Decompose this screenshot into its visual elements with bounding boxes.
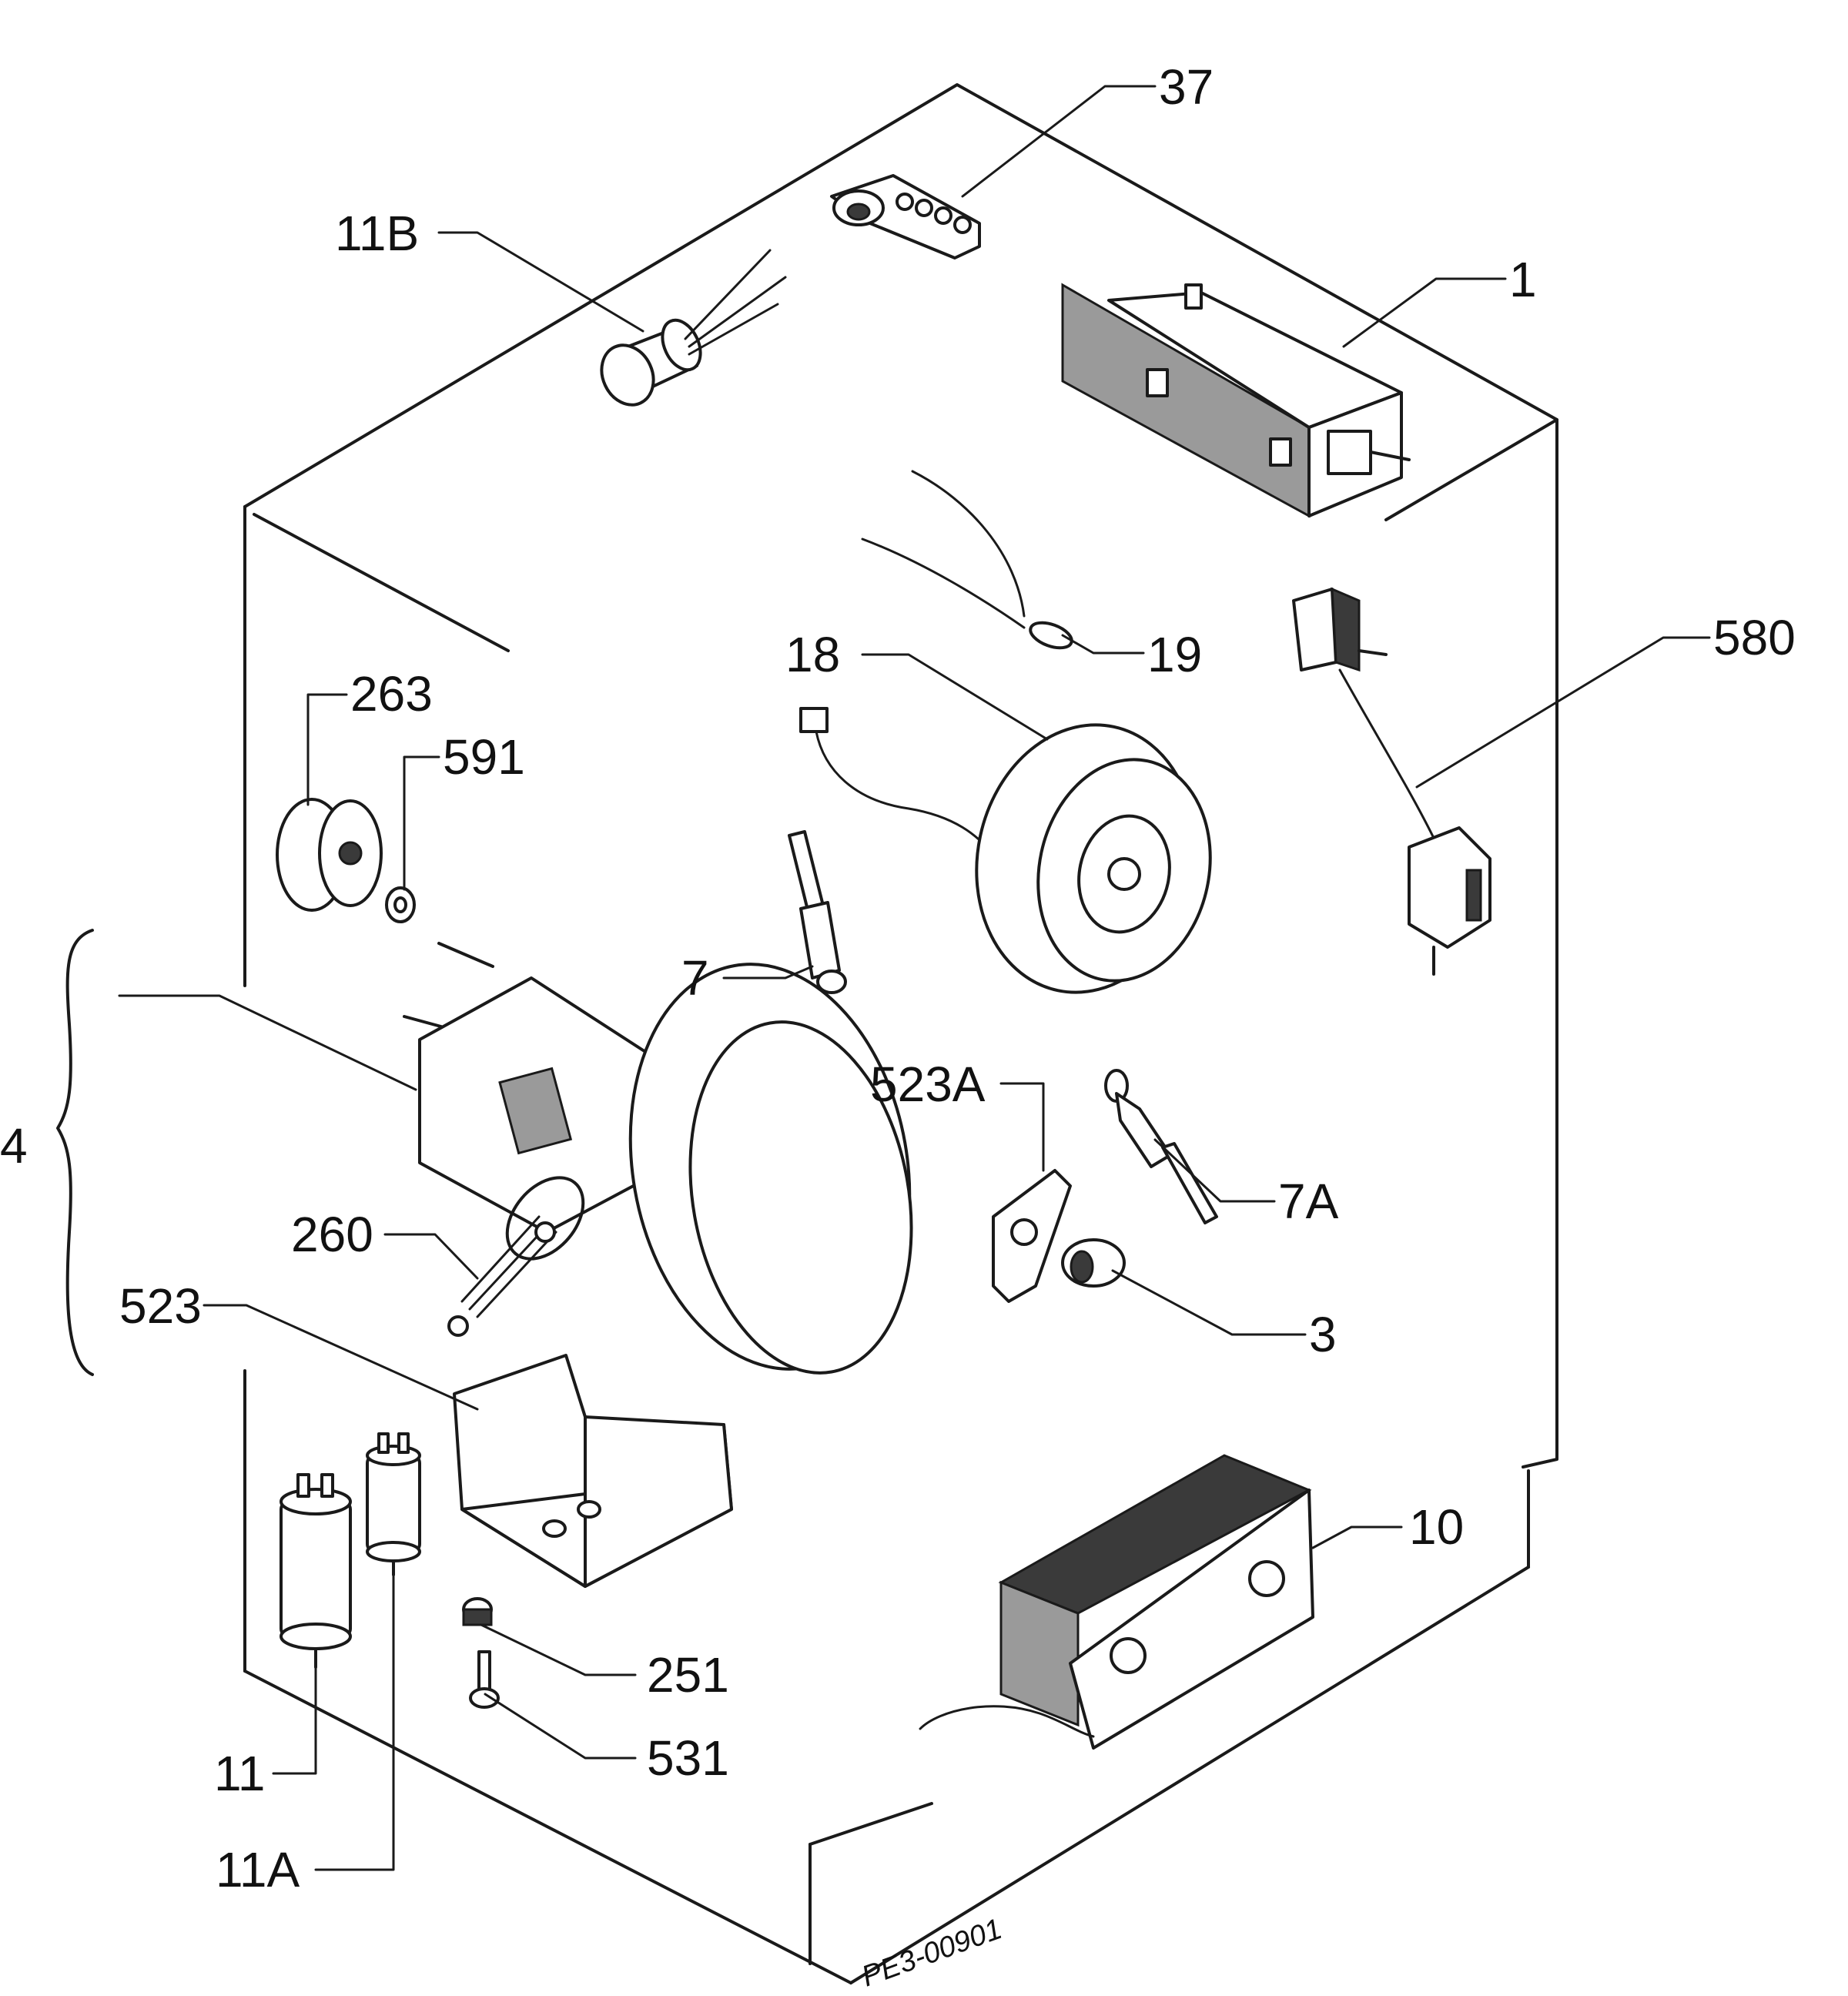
callout-3: 3 — [1309, 1307, 1337, 1362]
fan-wheel-part-18 — [799, 707, 1212, 994]
callout-7a: 7A — [1278, 1174, 1339, 1229]
bracket-part-523a — [992, 1169, 1072, 1303]
callout-labels: 37 11B 1 19 18 580 263 591 7 4 523A 7A 2… — [0, 59, 1796, 1897]
callout-251: 251 — [647, 1647, 729, 1703]
capacitor-part-11 — [280, 1473, 352, 1669]
callout-11: 11 — [214, 1746, 265, 1801]
sensor-part-19 — [861, 470, 1073, 650]
callout-260: 260 — [291, 1207, 373, 1262]
callout-37: 37 — [1159, 59, 1214, 115]
leader-lines — [56, 85, 1711, 1871]
thermostat-part-7a — [1104, 1069, 1218, 1224]
terminal-block-part-37 — [830, 174, 981, 260]
drawing-code: PE3-00901 — [858, 1913, 1006, 1994]
callout-18: 18 — [785, 627, 840, 682]
screw-part-531 — [469, 1650, 500, 1709]
callout-4: 4 — [0, 1118, 28, 1174]
thermostat-part-3 — [1061, 1238, 1126, 1288]
switch-part-580 — [1292, 587, 1491, 976]
callout-523a: 523A — [870, 1057, 986, 1112]
callout-7: 7 — [681, 950, 709, 1006]
capacitor-part-11a — [366, 1432, 421, 1576]
motor-assembly-part-4 — [403, 942, 913, 1375]
spring-part-260 — [447, 1176, 585, 1337]
callout-19: 19 — [1147, 627, 1202, 682]
mounting-bracket-part-523 — [453, 1354, 733, 1588]
cabinet-outline — [243, 83, 1558, 1984]
capacitor-part-11b — [600, 249, 787, 407]
thermostat-part-7 — [788, 830, 847, 994]
callout-1: 1 — [1509, 252, 1537, 307]
nut-part-251 — [462, 1597, 493, 1626]
heater-part-10 — [919, 1454, 1314, 1750]
pulley-part-263 — [276, 798, 383, 912]
callout-591: 591 — [443, 729, 525, 785]
callout-580: 580 — [1713, 610, 1796, 665]
callout-531: 531 — [647, 1730, 729, 1786]
callout-11b: 11B — [335, 206, 419, 261]
washer-part-591 — [385, 886, 416, 923]
callout-523: 523 — [119, 1278, 202, 1334]
callout-263: 263 — [350, 666, 433, 722]
door-switch-part-1 — [1061, 283, 1411, 518]
callout-10: 10 — [1409, 1499, 1464, 1555]
callout-11a: 11A — [216, 1842, 300, 1897]
